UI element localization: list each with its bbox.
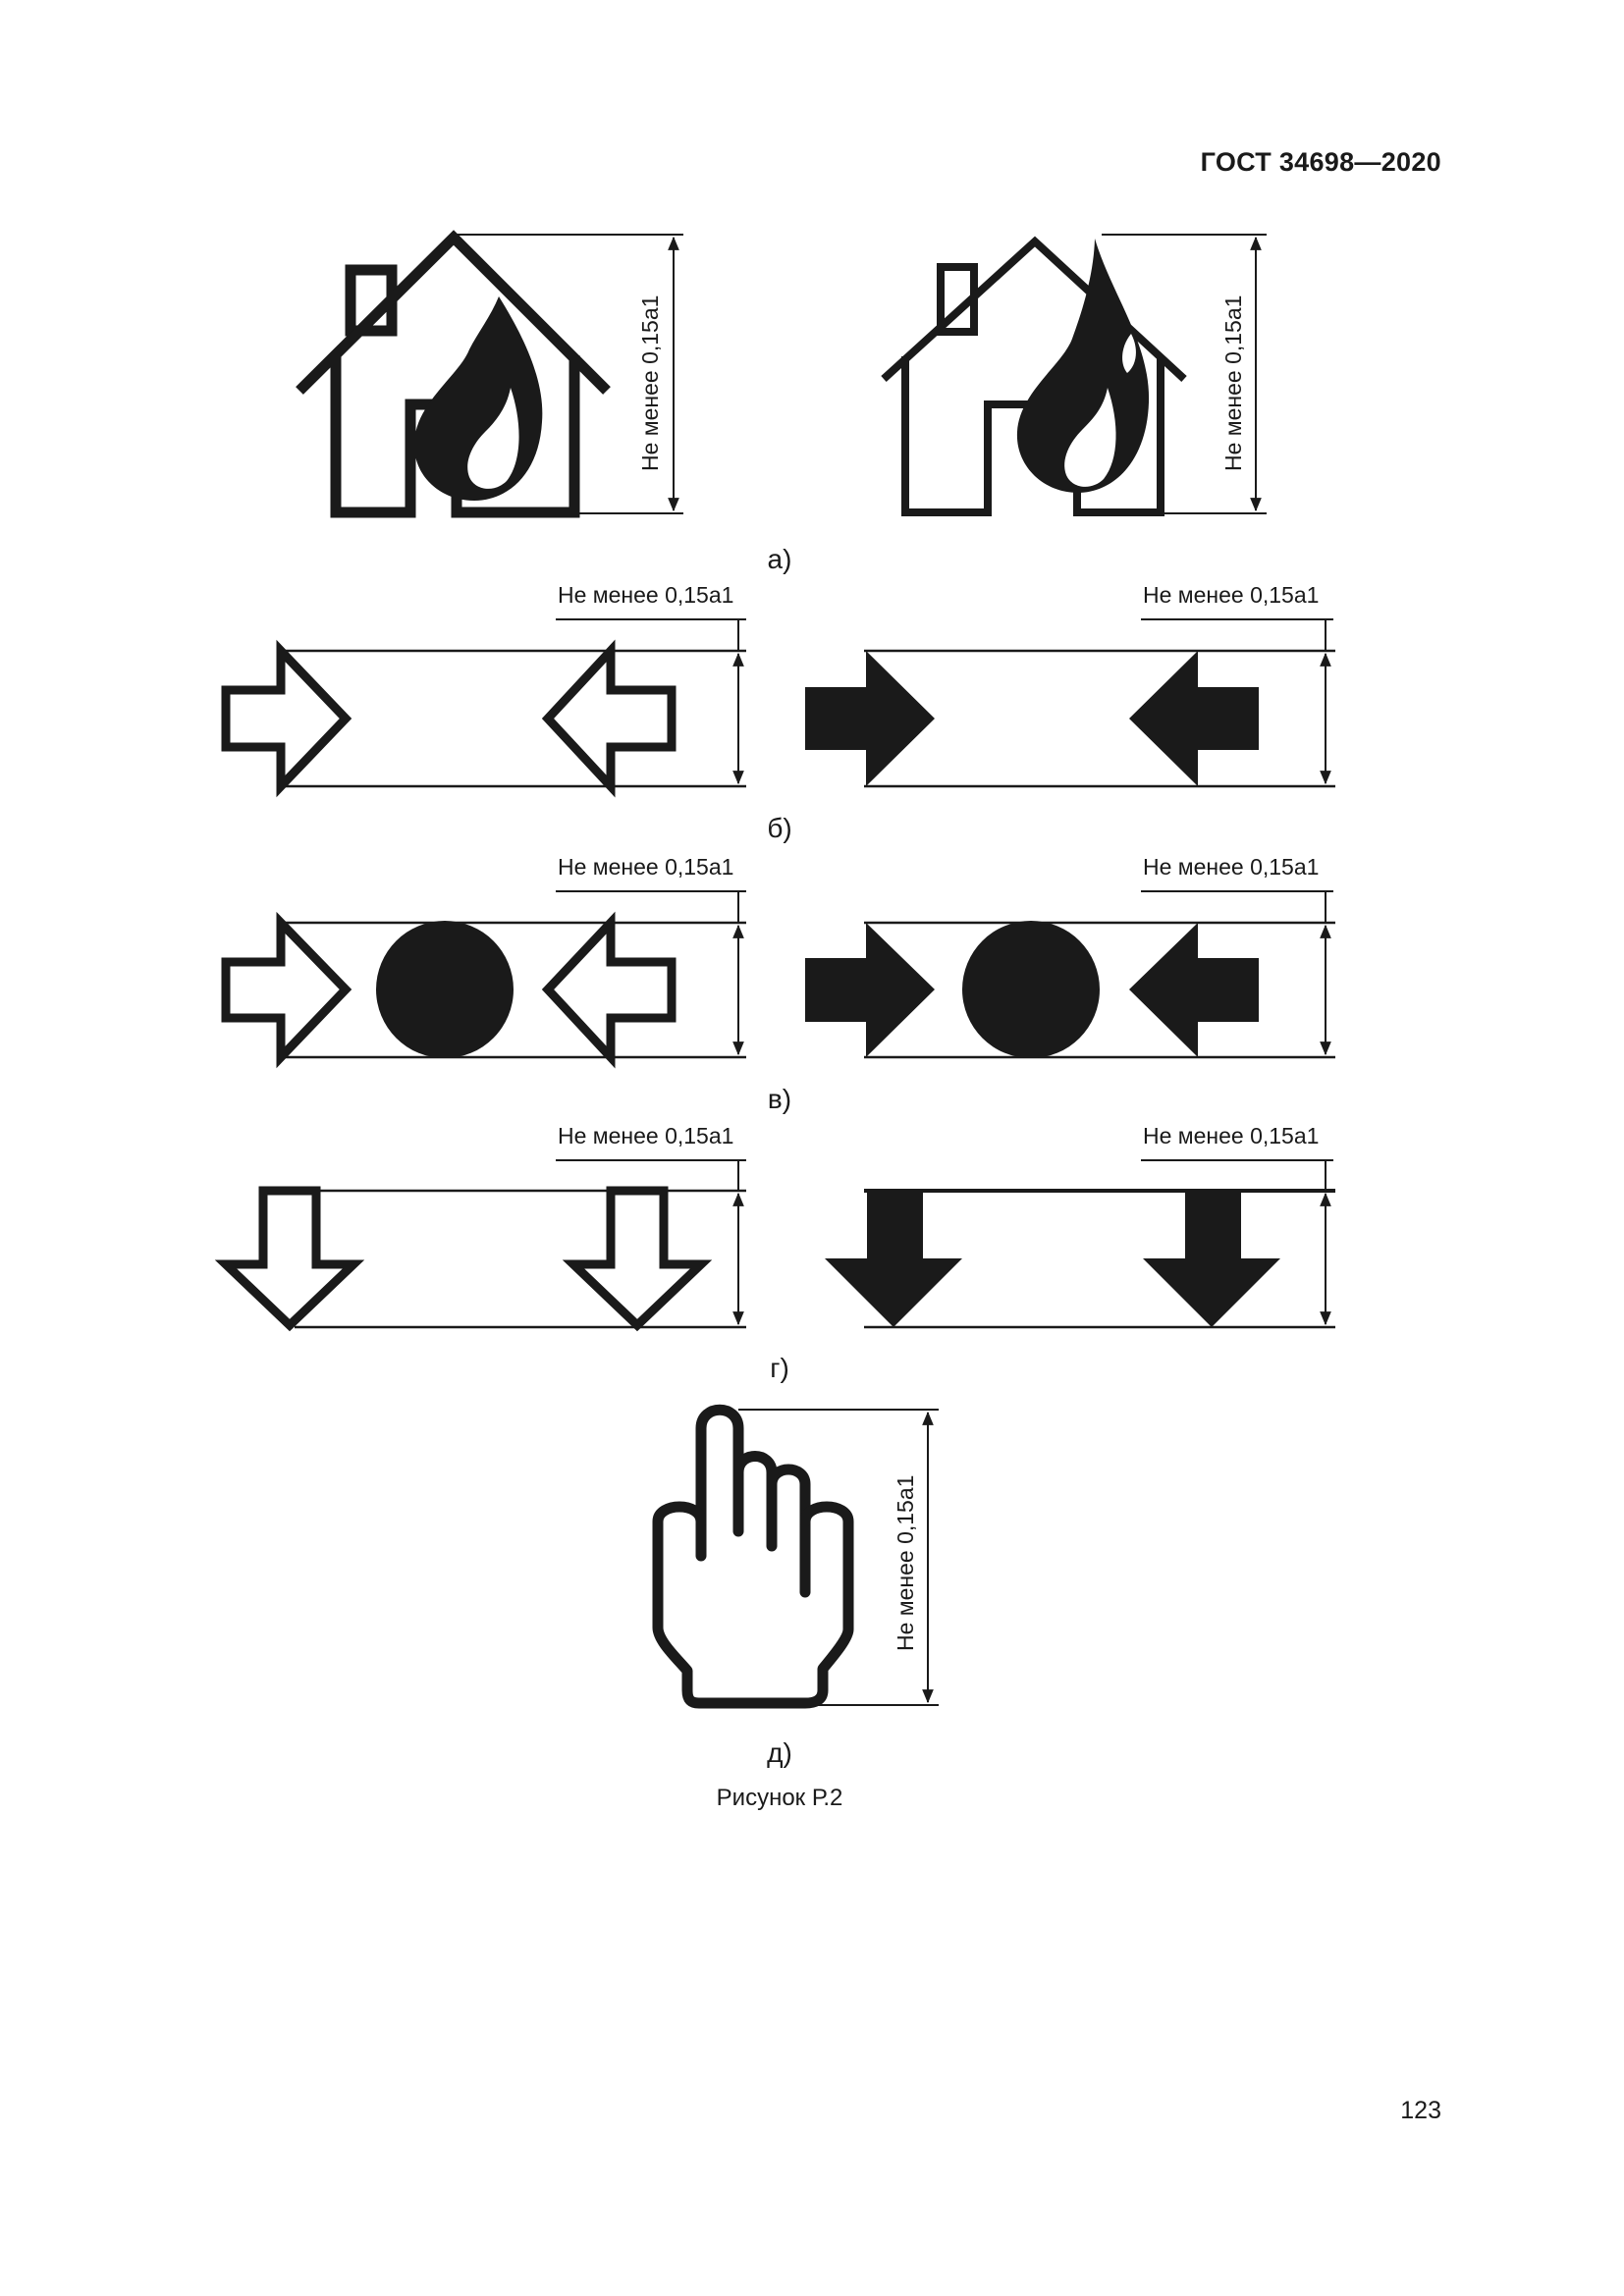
- circle-icon: [376, 921, 514, 1058]
- down-arrows-solid-group: [825, 1189, 1335, 1329]
- subfigure-label-a: а): [767, 544, 792, 574]
- arrows-circle-solid-group: [805, 921, 1335, 1059]
- dimension-label: Не менее 0,15а1: [558, 582, 733, 608]
- arrow-right-solid-icon: [805, 923, 935, 1057]
- fire-icon: [1016, 239, 1150, 493]
- arrows-outline-group: [221, 639, 746, 798]
- hand-pointer-icon: [652, 1404, 854, 1709]
- arrow-right-outline-icon: [221, 911, 352, 1069]
- arrow-left-outline-icon: [541, 639, 677, 798]
- dimension-label: Не менее 0,15а1: [558, 1123, 733, 1148]
- subfigure-label-v: в): [767, 1084, 792, 1114]
- fire-icon: [413, 296, 543, 501]
- arrow-down-outline-icon: [214, 1186, 365, 1332]
- arrow-left-outline-icon: [541, 911, 677, 1069]
- dimension-line: [556, 890, 1333, 1056]
- dimension-label: Не менее 0,15а1: [893, 1475, 918, 1651]
- arrows-circle-outline-group: [221, 911, 746, 1069]
- dimension-label: Не менее 0,15а1: [1143, 1123, 1319, 1148]
- arrow-down-solid-icon: [1143, 1191, 1280, 1327]
- arrow-right-solid-icon: [805, 651, 935, 786]
- arrow-left-solid-icon: [1129, 923, 1259, 1057]
- dimension-label: Не менее 0,15а1: [558, 854, 733, 880]
- dimension-label: Не менее 0,15а1: [1143, 854, 1319, 880]
- down-arrows-outline-group: [214, 1186, 746, 1332]
- dimension-label: Не менее 0,15а1: [1220, 295, 1246, 471]
- arrow-down-solid-icon: [825, 1191, 962, 1327]
- dimension-line: [556, 618, 1333, 785]
- arrow-right-outline-icon: [221, 639, 352, 798]
- document-header: ГОСТ 34698—2020: [1200, 147, 1441, 177]
- page-number: 123: [1400, 2097, 1441, 2124]
- dimension-label: Не менее 0,15а1: [1143, 582, 1319, 608]
- subfigure-label-b: б): [767, 813, 792, 843]
- dimension-line: [454, 234, 1267, 514]
- subfigure-label-g: г): [770, 1353, 789, 1383]
- arrows-solid-group: [805, 649, 1335, 788]
- circle-icon: [962, 921, 1100, 1058]
- dimension-line: [738, 1409, 939, 1706]
- figure-caption: Рисунок Р.2: [716, 1785, 843, 1811]
- arrow-down-outline-icon: [562, 1186, 713, 1332]
- dimension-label: Не менее 0,15а1: [637, 295, 663, 471]
- subfigure-label-d: д): [767, 1737, 792, 1768]
- dimension-line: [556, 1159, 1333, 1326]
- arrow-left-solid-icon: [1129, 651, 1259, 786]
